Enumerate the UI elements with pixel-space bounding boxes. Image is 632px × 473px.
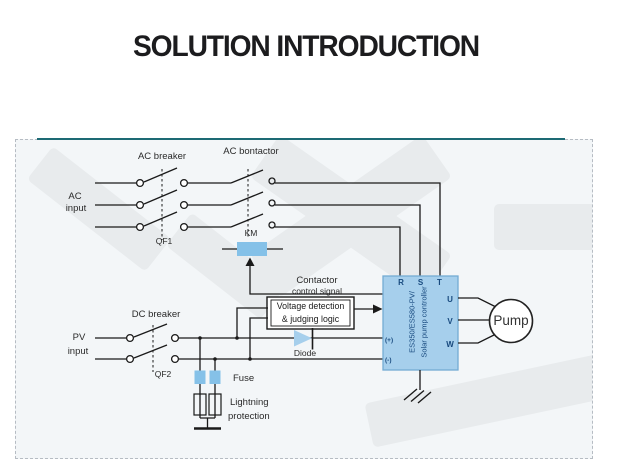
watermark-shape [494,204,592,250]
watermark-shape [26,146,172,272]
diagram-panel [15,139,593,459]
watermark-shape [364,343,592,448]
page-title: SOLUTION INTRODUCTION [132,30,480,63]
panel-top-accent [37,138,565,140]
